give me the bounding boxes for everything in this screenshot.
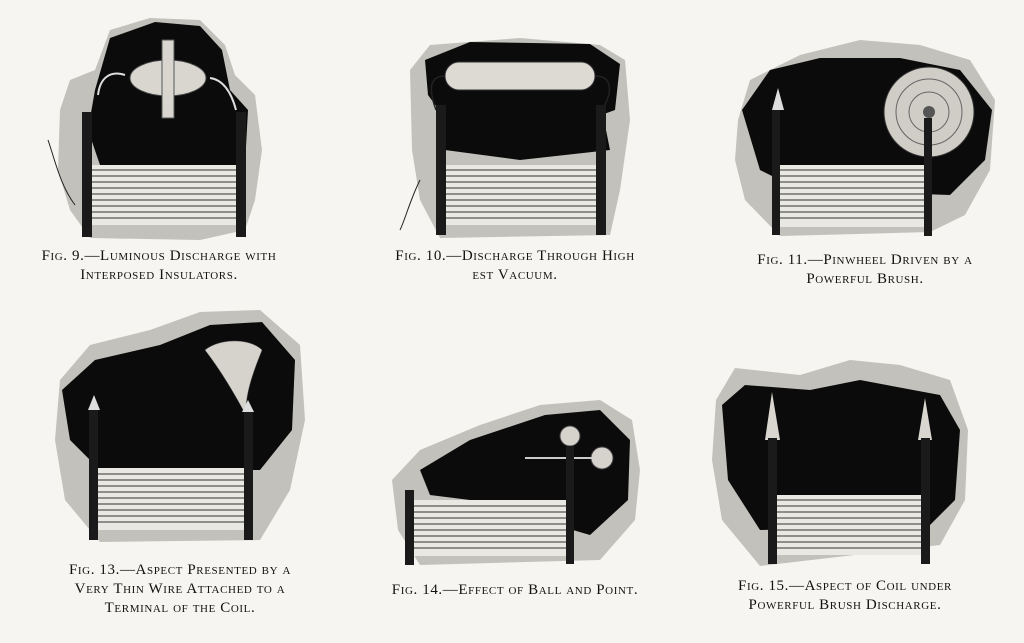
caption-line: Fig. 11.—Pinwheel Driven by a xyxy=(757,252,973,268)
figure-9-caption: Fig. 9.—Luminous Discharge with Interpos… xyxy=(14,247,304,285)
caption-line: Terminal of the Coil. xyxy=(104,600,256,616)
figure-13-caption: Fig. 13.—Aspect Presented by a Very Thin… xyxy=(30,561,330,618)
figure-10-caption: Fig. 10.—Discharge Through High est Vacu… xyxy=(370,247,660,285)
caption-line: Fig. 13.—Aspect Presented by a xyxy=(68,562,292,578)
caption-line: est Vacuum. xyxy=(472,267,558,283)
caption-line: Interposed Insulators. xyxy=(80,267,238,283)
caption-line: Fig. 14.—Effect of Ball and Point. xyxy=(391,582,639,598)
caption-line: Fig. 15.—Aspect of Coil under xyxy=(738,578,952,594)
figure-15-caption: Fig. 15.—Aspect of Coil under Powerful B… xyxy=(690,577,1000,615)
figure-14-caption: Fig. 14.—Effect of Ball and Point. xyxy=(365,581,665,600)
caption-line: Very Thin Wire Attached to a xyxy=(74,581,286,597)
caption-line: Powerful Brush. xyxy=(806,271,924,287)
caption-line: Fig. 9.—Luminous Discharge with xyxy=(41,248,277,264)
caption-line: Fig. 10.—Discharge Through High xyxy=(395,248,635,264)
figure-11-caption: Fig. 11.—Pinwheel Driven by a Powerful B… xyxy=(720,251,1010,289)
caption-line: Powerful Brush Discharge. xyxy=(748,597,942,613)
